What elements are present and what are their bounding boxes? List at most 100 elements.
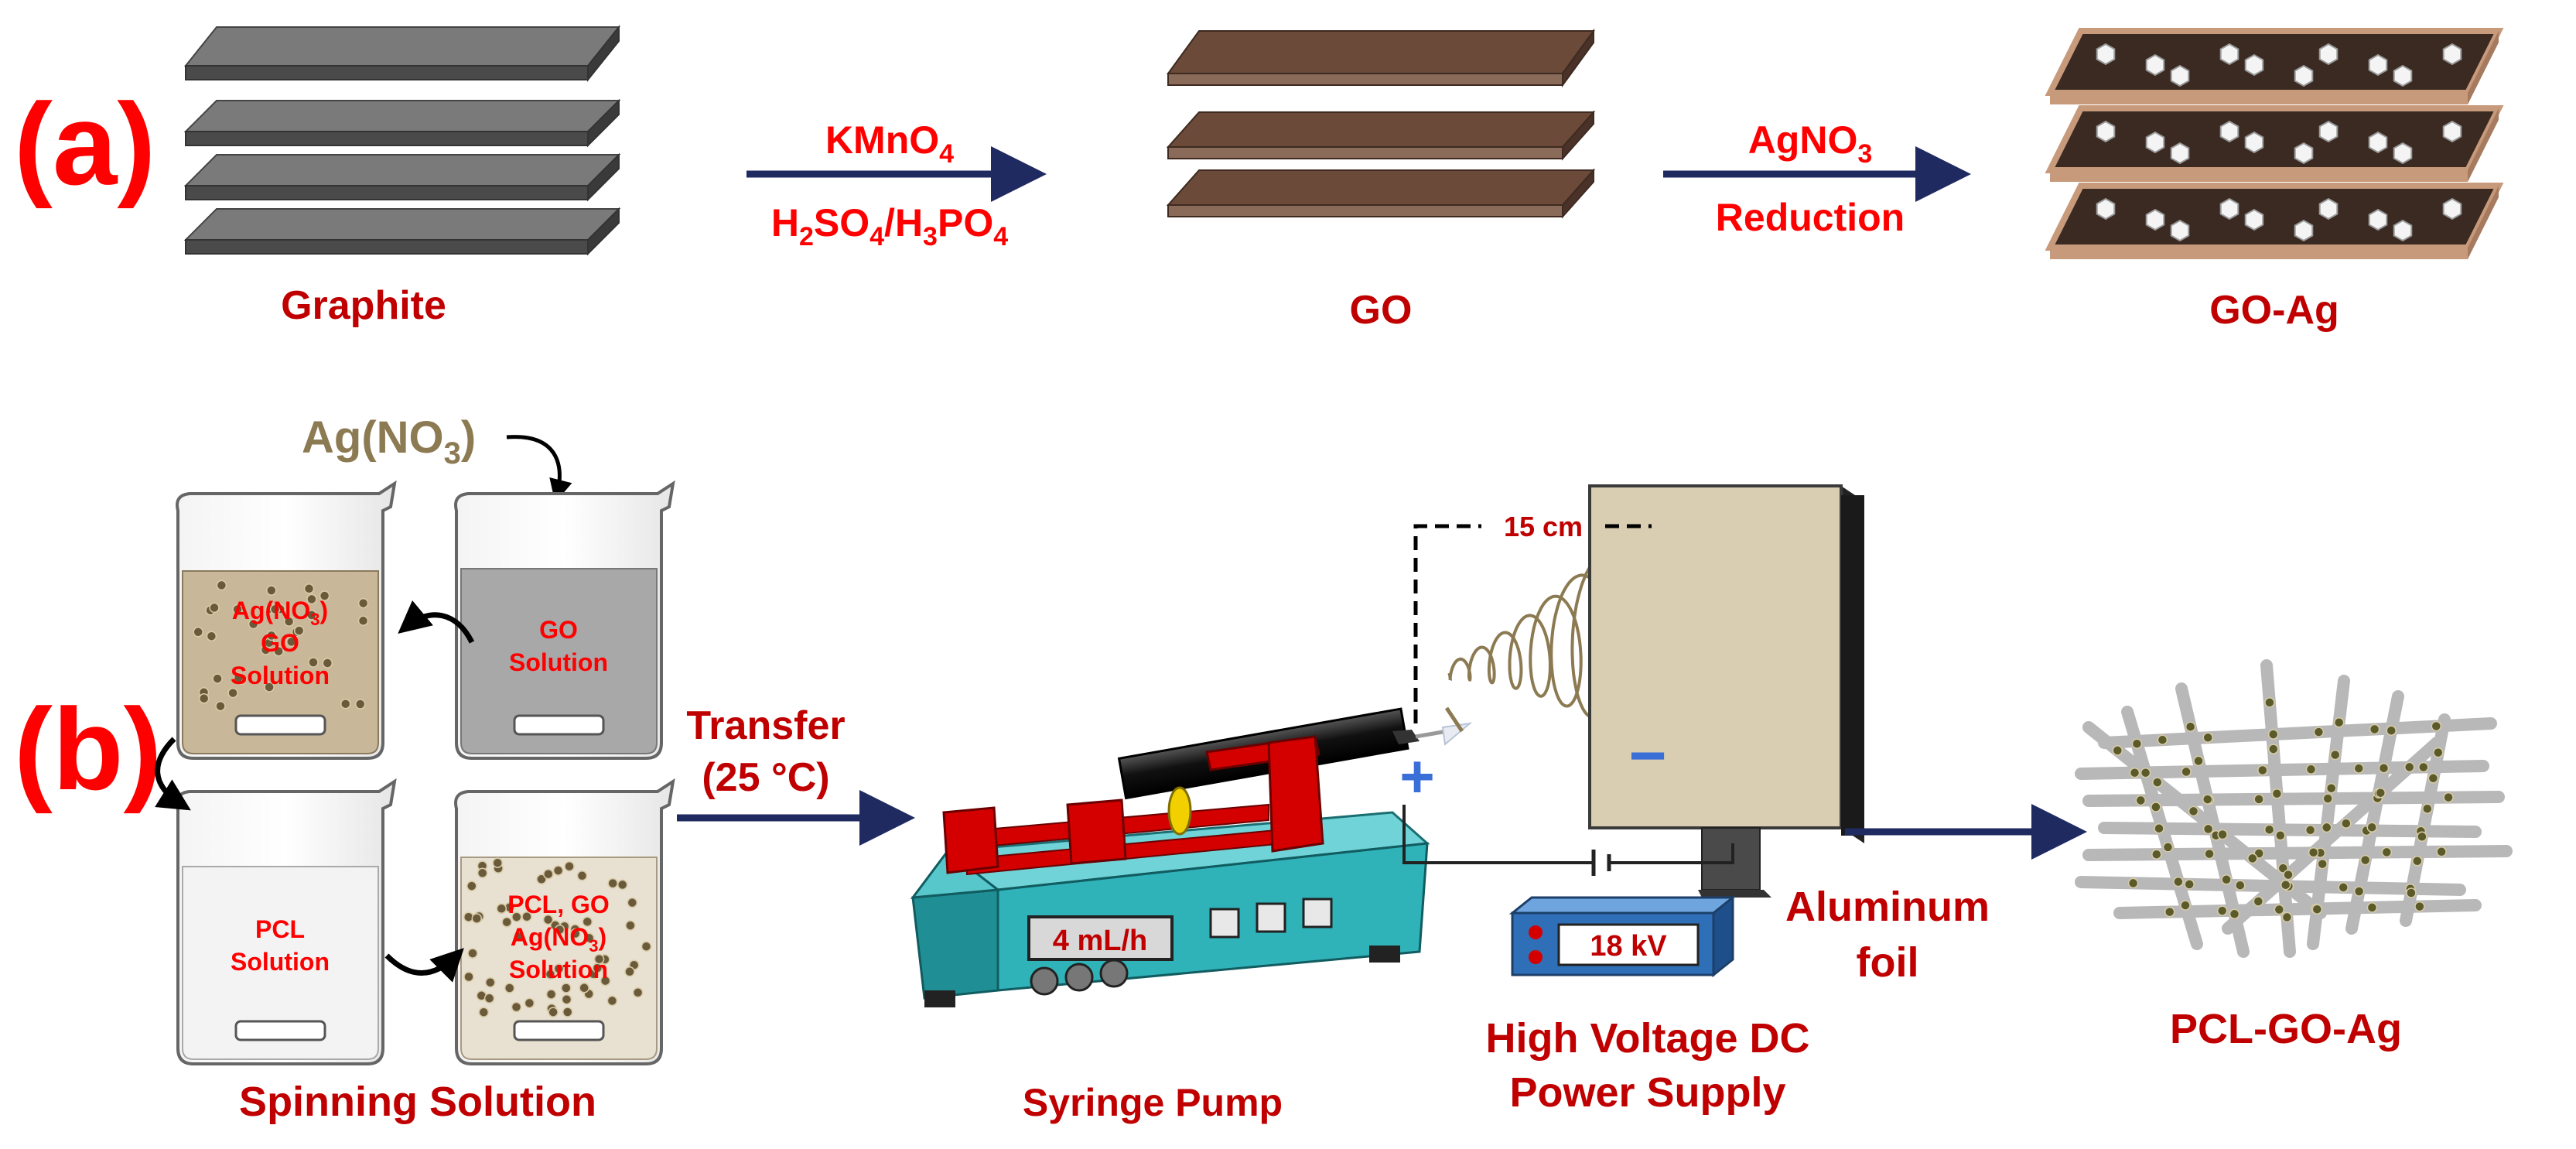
particle — [545, 969, 556, 980]
fiber-particle — [2281, 911, 2293, 923]
goag-sheet — [2045, 183, 2504, 259]
silver-nanoparticle — [2244, 53, 2264, 77]
particle — [617, 879, 628, 891]
fiber-particle — [2353, 763, 2365, 774]
fiber-particle — [2129, 767, 2140, 778]
fiber-particle — [2157, 734, 2168, 745]
particle — [264, 682, 275, 692]
silver-nanoparticle — [2170, 219, 2190, 242]
particle — [553, 963, 565, 974]
transfer-temperature: (25 °C) — [702, 755, 829, 800]
graphite-sheet — [183, 207, 621, 256]
fiber-particle — [2202, 732, 2213, 744]
fiber-particle — [2417, 831, 2427, 843]
fiber-particle — [2271, 788, 2283, 799]
fiber-particle — [2311, 904, 2323, 915]
particle-dots — [463, 857, 652, 1017]
beaker-label: Solution — [509, 956, 608, 983]
power-led — [1529, 950, 1543, 964]
beaker-go-solution: GO Solution — [454, 480, 675, 760]
agno3-addition-arrow — [506, 435, 572, 503]
graphite-sheet — [183, 98, 621, 148]
circuit-wire — [1609, 843, 1734, 864]
particle — [216, 580, 227, 591]
silver-nanoparticle — [2219, 120, 2239, 143]
graphite-sheet — [183, 152, 621, 202]
particle — [322, 658, 333, 669]
silver-nanoparticle — [2244, 208, 2264, 231]
silver-nanoparticle — [2244, 131, 2264, 154]
fiber-particle — [2164, 906, 2175, 918]
particle — [561, 993, 572, 1005]
silver-nanoparticle — [2393, 64, 2413, 87]
particle — [285, 636, 297, 648]
fiber-particle — [2275, 829, 2286, 841]
particle — [227, 687, 238, 699]
beaker-label: Solution — [509, 648, 608, 676]
particle — [232, 604, 243, 615]
particle — [266, 585, 277, 596]
silver-nanoparticle — [2294, 219, 2314, 242]
particle — [471, 913, 483, 924]
particle — [542, 914, 554, 925]
particle — [570, 928, 581, 939]
particle — [593, 953, 605, 965]
fiber-particle — [2313, 727, 2325, 737]
silver-nanoparticle — [2096, 43, 2116, 66]
spinning-solution-label: Spinning Solution — [239, 1079, 596, 1125]
syringe-pump-label: Syringe Pump — [1023, 1081, 1283, 1124]
plunger-disk — [1167, 786, 1192, 836]
silver-nanoparticle — [2368, 208, 2388, 231]
fiber-particle — [2151, 802, 2161, 812]
fiber-product-label: PCL-GO-Ag — [2170, 1006, 2402, 1052]
fiber-particle — [2180, 900, 2191, 911]
particle — [209, 602, 220, 614]
particle — [248, 618, 259, 630]
silver-nanoparticle — [2368, 131, 2388, 154]
goag-stack — [2045, 28, 2504, 259]
collector — [1588, 484, 1864, 898]
fiber-particle — [2378, 762, 2390, 774]
aluminum-foil-label: foil — [1857, 939, 1919, 986]
spinneret-needle — [1415, 730, 1443, 739]
particle — [579, 983, 589, 993]
particle — [492, 857, 503, 868]
power-supply: 18 kV — [1508, 894, 1737, 978]
beaker-label: GO — [539, 616, 578, 644]
fiber-particle — [2263, 824, 2275, 835]
fiber-particle — [2253, 794, 2264, 805]
fiber-particle — [2193, 755, 2204, 767]
particle — [536, 874, 547, 885]
fiber-particle — [2173, 876, 2184, 887]
kmno4-label: KMnO4 — [825, 118, 954, 169]
particle — [266, 630, 277, 641]
particle — [641, 941, 652, 952]
silver-nanoparticle — [2219, 43, 2239, 66]
acid-label: H2SO4/H3PO4 — [771, 201, 1008, 251]
graphite-label: Graphite — [281, 283, 446, 328]
pump-knob — [1099, 959, 1129, 988]
fiber-particle — [2322, 793, 2333, 804]
particle — [340, 698, 351, 710]
silver-nanoparticle — [2170, 64, 2190, 87]
particle — [273, 645, 284, 657]
fiber-particle — [2443, 792, 2454, 803]
beaker-label: PCL, GO — [507, 891, 610, 918]
fiber-particle — [2403, 761, 2415, 773]
particle — [582, 916, 593, 928]
particle — [496, 903, 507, 915]
silver-nanoparticle — [2318, 120, 2339, 143]
particle — [357, 597, 369, 609]
fiber-particle — [2329, 749, 2341, 761]
fiber-particle — [2366, 822, 2377, 833]
circuit-wire — [1402, 805, 1594, 864]
pump-button — [1209, 908, 1240, 939]
fiber-particle — [2154, 822, 2164, 834]
particle-dots — [193, 580, 369, 712]
fiber-particle — [2221, 874, 2232, 885]
particle — [524, 997, 535, 1009]
mix-arrow-pcl-to-mix — [384, 948, 464, 983]
fiber-particle — [2202, 794, 2213, 805]
fiber-particle — [2184, 879, 2195, 890]
fiber-particle — [2375, 787, 2386, 798]
